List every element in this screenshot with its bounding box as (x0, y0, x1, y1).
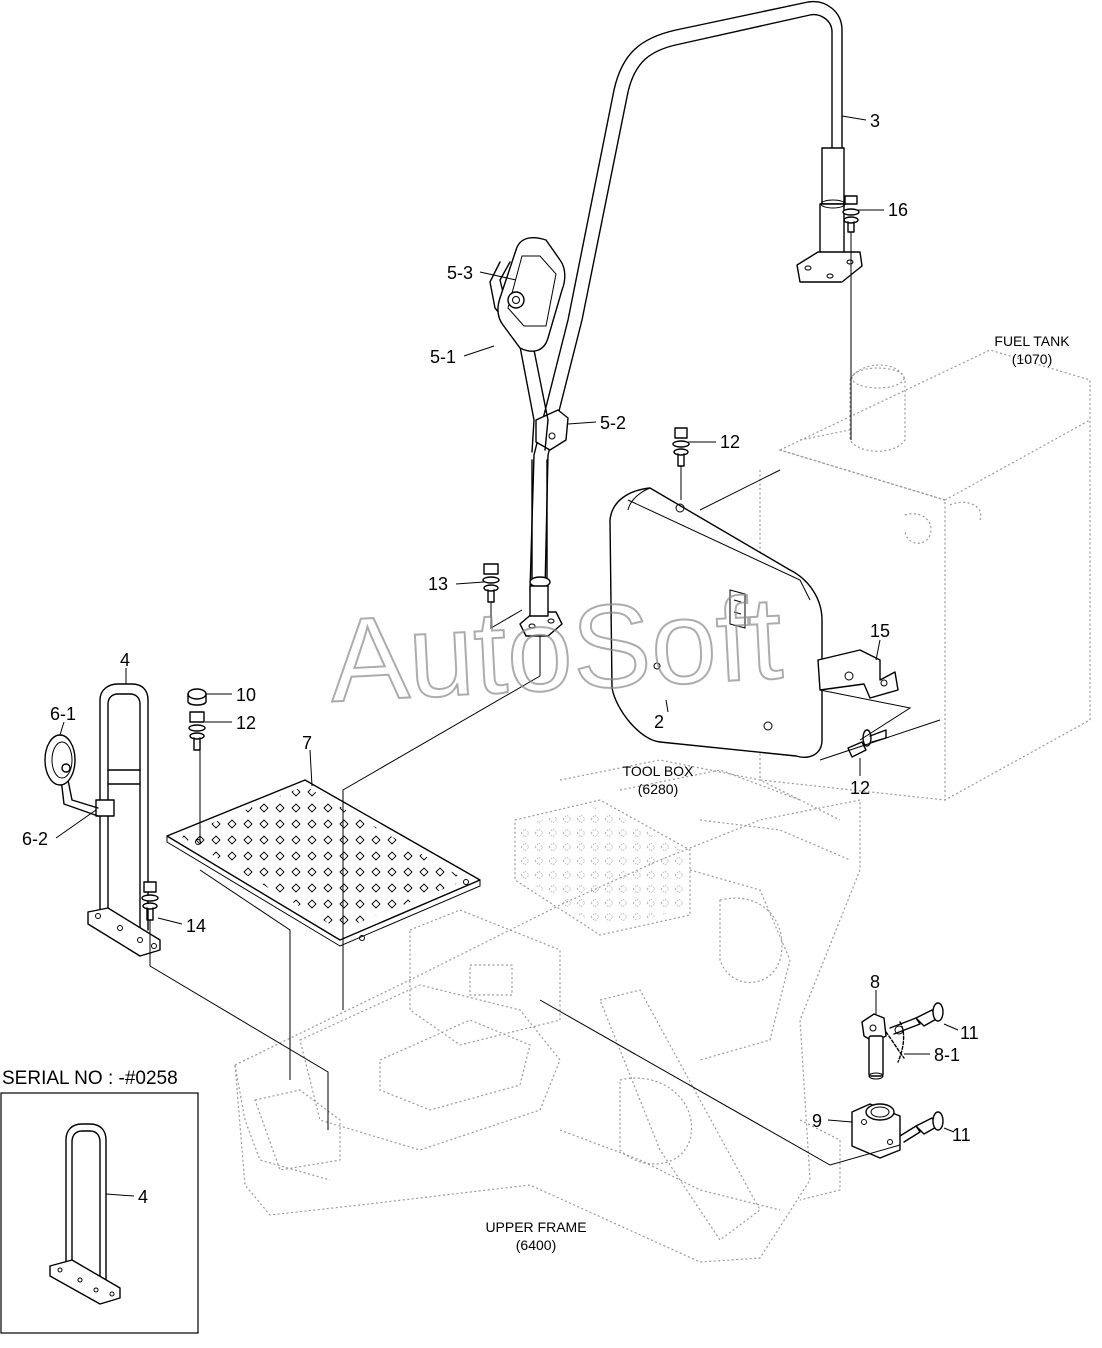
callout-14: 14 (186, 916, 206, 936)
bolt-12-plate (188, 711, 206, 751)
callout-13: 13 (428, 574, 448, 594)
callout-15: 15 (870, 621, 890, 641)
callout-7: 7 (302, 733, 312, 753)
serial-inset: SERIAL NO : -#0258 4 (0, 1068, 199, 1334)
callout-5-2: 5-2 (600, 413, 626, 433)
assembly-lines (149, 232, 941, 1166)
callout-12-side: 12 (850, 778, 870, 798)
upper-frame-code: (6400) (516, 1237, 556, 1253)
callout-5-3: 5-3 (447, 263, 473, 283)
callout-4: 4 (120, 650, 130, 670)
tool-box (609, 487, 823, 758)
tool-box-label: TOOL BOX (623, 763, 694, 779)
callout-10: 10 (236, 685, 256, 705)
bolt-13 (482, 563, 500, 603)
callout-16: 16 (888, 200, 908, 220)
bolt-12-side (847, 729, 887, 758)
lock-pin-8 (861, 1013, 887, 1080)
callout-11-upper: 11 (960, 1023, 979, 1043)
grab-handle (87, 683, 161, 957)
inset-callout-4: 4 (138, 1187, 148, 1207)
fuel-tank-label: FUEL TANK (994, 333, 1070, 349)
inset-title: SERIAL NO : -#0258 (2, 1068, 178, 1089)
callout-6-1: 6-1 (50, 704, 76, 724)
upper-frame-label: UPPER FRAME (485, 1219, 586, 1235)
bolt-14 (141, 881, 159, 921)
callout-9: 9 (812, 1111, 822, 1131)
bolt-12-top (672, 427, 690, 467)
bracket-15 (817, 649, 899, 699)
handrail-assembly (519, 0, 863, 637)
callout-3: 3 (870, 111, 880, 131)
callout-5-1: 5-1 (430, 347, 456, 367)
mirror (497, 237, 566, 352)
callouts: 3 16 5-3 5-1 5-2 12 13 4 10 12 6-1 6-2 7… (22, 111, 979, 1145)
fuel-tank-code: (1070) (1012, 351, 1052, 367)
fuel-tank-ghost (759, 349, 1091, 802)
watermark-text: AutoSoft (326, 572, 785, 728)
callout-2: 2 (654, 712, 664, 732)
grommet-10 (187, 688, 207, 706)
step-plate (166, 779, 481, 947)
callout-11-lower: 11 (952, 1125, 971, 1145)
upper-frame-ghost (234, 759, 861, 1263)
bolt-11-upper (889, 1002, 944, 1035)
bolt-11-lower (899, 1111, 944, 1143)
callout-6-2: 6-2 (22, 829, 48, 849)
mirror-6-1 (44, 734, 99, 817)
bracket-9 (851, 1103, 901, 1159)
chain-8-1 (885, 1021, 905, 1063)
bolt-16 (842, 195, 860, 233)
callout-12-plate: 12 (236, 713, 256, 733)
callout-8: 8 (870, 972, 880, 992)
callout-12-top: 12 (720, 432, 740, 452)
callout-8-1: 8-1 (934, 1045, 960, 1065)
tool-box-code: (6280) (638, 781, 678, 797)
